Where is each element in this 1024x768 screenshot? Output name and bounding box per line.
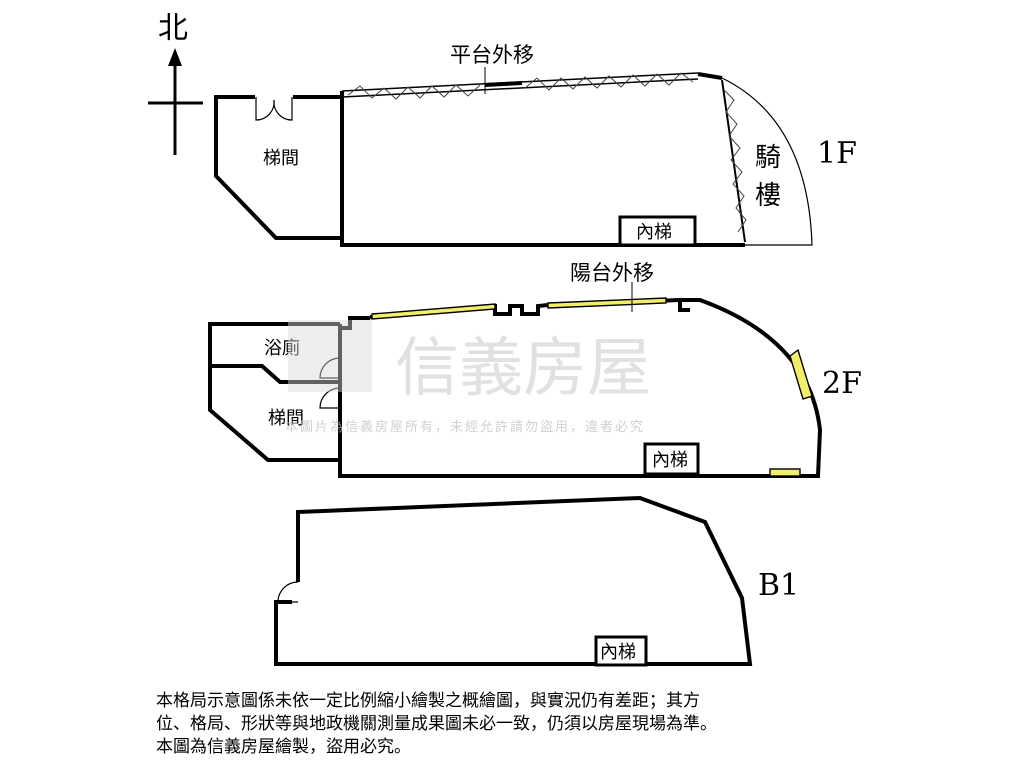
f1-stair-wall — [214, 95, 342, 240]
b1-outer-wall — [274, 495, 753, 666]
f1-corner-wall — [697, 72, 723, 80]
floor-b1: 內梯 B1 — [274, 495, 799, 667]
floor-2f: 內梯 浴廁 梯間 陽台外移 2F — [208, 261, 862, 478]
b1-floor-label: B1 — [758, 568, 799, 603]
f1-arcade-railing — [723, 89, 747, 233]
f1-inner-stair-label: 內梯 — [636, 222, 672, 243]
disclaimer-line-2: 位、格局、形狀等與地政機關測量成果圖未必一致，仍須以房屋現場為準。 — [156, 714, 717, 734]
watermark-notice: 本圖片為信義房屋所有，未經允許請勿盜用，違者必究 — [285, 419, 645, 435]
floor-1f: 內梯 梯間 平台外移 騎 樓 1F — [214, 43, 857, 247]
b1-door-icon — [277, 581, 299, 603]
f2-window-curve — [789, 348, 813, 400]
f2-inner-stair-label: 內梯 — [652, 450, 688, 471]
f2-bath-stair-divider — [210, 364, 340, 384]
f2-west-wall — [208, 322, 340, 462]
disclaimer: 本格局示意圖係未依一定比例縮小繪製之概繪圖，與實況仍有差距；其方 位、格局、形狀… — [156, 690, 876, 759]
f1-main-wall — [340, 91, 745, 247]
f1-stair-label: 梯間 — [263, 148, 299, 169]
north-arrow-icon — [168, 48, 182, 66]
b1-inner-stair-box — [594, 635, 648, 667]
disclaimer-line-1: 本格局示意圖係未依一定比例縮小繪製之概繪圖，與實況仍有差距；其方 — [156, 691, 700, 711]
north-label: 北 — [158, 11, 188, 46]
f1-platform-note: 平台外移 — [450, 43, 534, 67]
f2-bath-door-icon — [319, 357, 341, 379]
f1-arcade-arc — [721, 77, 813, 246]
f2-window-2 — [547, 297, 667, 309]
f1-floor-label: 1F — [817, 136, 857, 171]
f1-east-wall — [721, 79, 746, 243]
f2-notch-wall — [338, 316, 370, 340]
f1-top-post — [484, 81, 523, 87]
f1-arcade-note-2: 樓 — [755, 181, 781, 211]
f2-top-wall — [369, 297, 690, 319]
f1-arcade-note-1: 騎 — [755, 143, 781, 173]
b1-inner-stair-label: 內梯 — [600, 642, 636, 663]
f2-bath-label: 浴廁 — [264, 337, 300, 359]
f1-inner-stair-box — [618, 215, 697, 247]
watermark: 信義房屋 本圖片為信義房屋所有，未經允許請勿盜用，違者必究 — [285, 320, 651, 435]
watermark-logo — [288, 320, 372, 392]
f2-inner-stair-box — [643, 442, 700, 476]
f1-door-right-icon — [273, 97, 293, 121]
f2-window-bottom — [769, 468, 801, 477]
f2-floor-label: 2F — [822, 366, 862, 401]
f2-balcony-note: 陽台外移 — [570, 261, 654, 285]
f2-stair-door-icon — [319, 387, 341, 409]
compass: 北 — [148, 11, 203, 155]
f1-door-left-icon — [255, 97, 275, 121]
f2-stair-label: 梯間 — [268, 408, 304, 429]
f1-platform-railing — [347, 72, 694, 100]
watermark-brand: 信義房屋 — [395, 332, 651, 406]
disclaimer-line-3: 本圖為信義房屋繪製，盜用必究。 — [156, 737, 411, 757]
f2-window-1 — [371, 303, 496, 320]
